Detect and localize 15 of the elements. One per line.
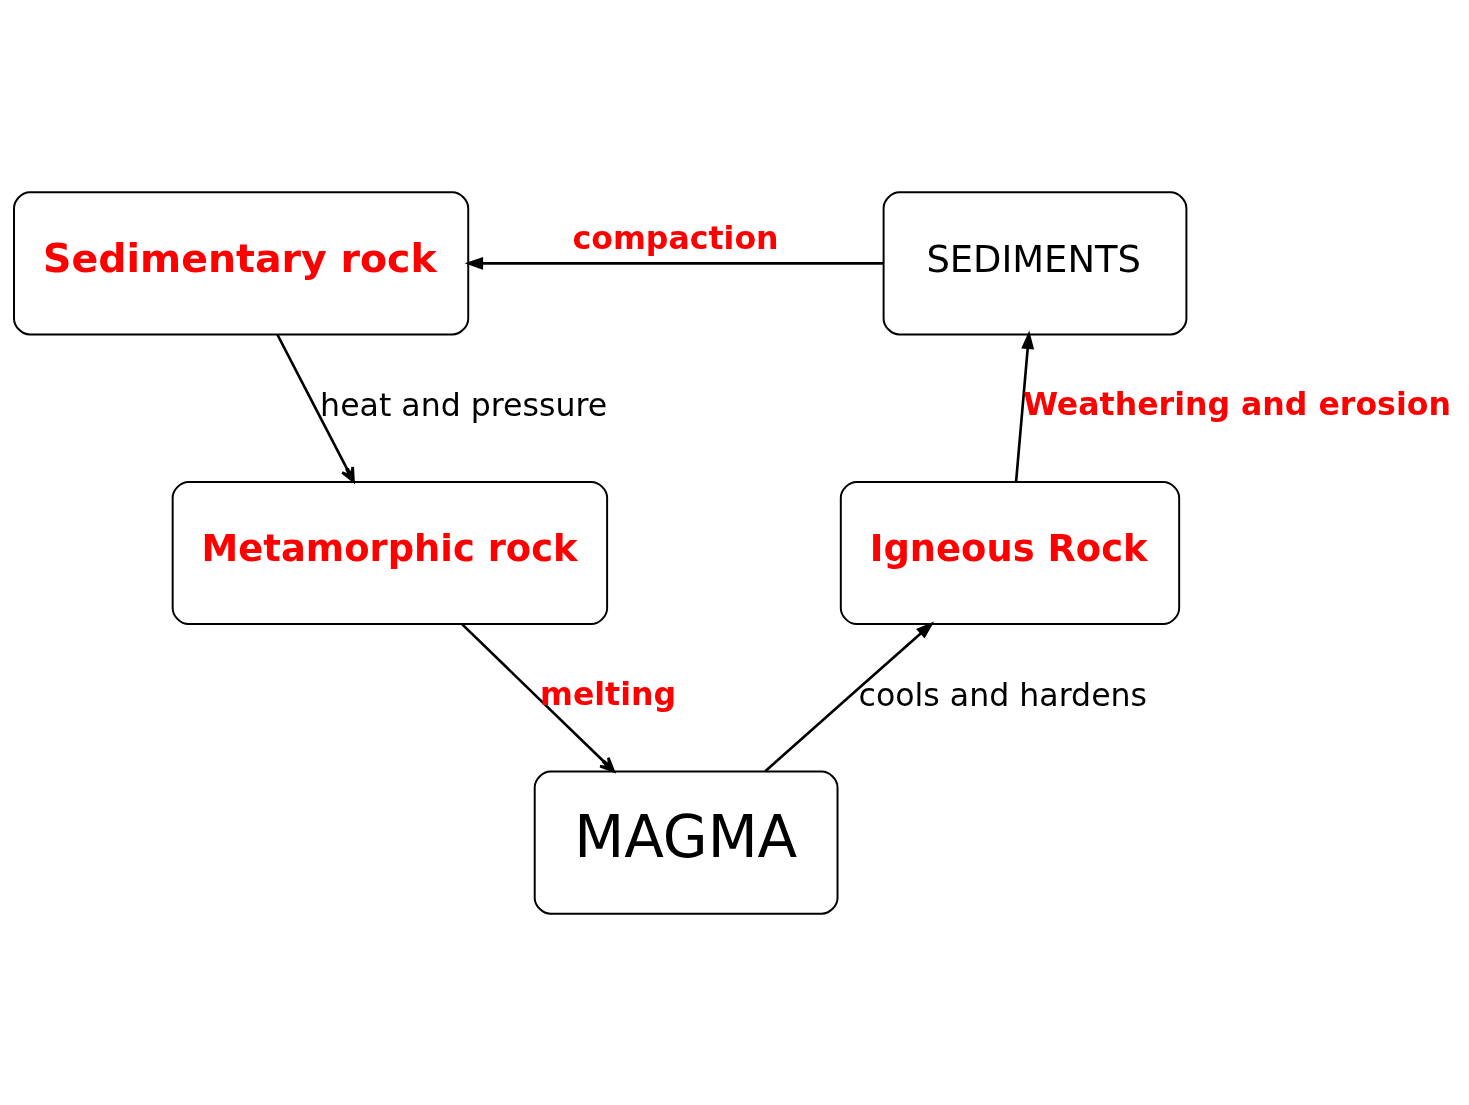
- arrow: [1014, 330, 1035, 482]
- edge-label: Weathering and erosion: [1023, 385, 1451, 422]
- node-box: Sedimentary rock: [13, 190, 470, 335]
- edge-label: compaction: [572, 219, 779, 256]
- edge-label: melting: [539, 675, 677, 712]
- edge-label: heat and pressure: [320, 386, 608, 423]
- node-box: Metamorphic rock: [171, 480, 609, 625]
- arrow: [276, 333, 355, 483]
- arrow: [461, 622, 616, 772]
- node-box: SEDIMENTS: [882, 190, 1188, 335]
- arrow: [764, 621, 935, 772]
- node-box: Igneous Rock: [839, 480, 1181, 625]
- node-box: MAGMA: [533, 770, 839, 915]
- arrow: [464, 256, 884, 270]
- edge-label: cools and hardens: [858, 676, 1148, 713]
